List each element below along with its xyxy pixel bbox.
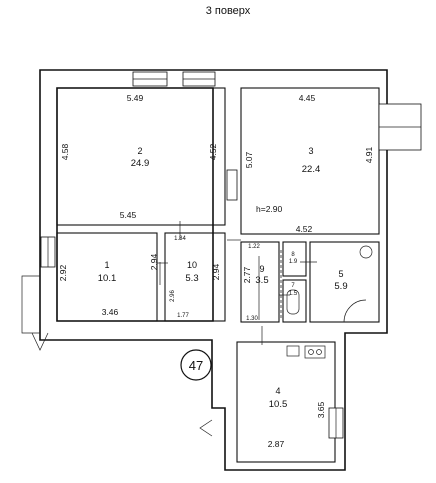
room-3-area: 22.4	[302, 164, 321, 175]
room-2-number: 2	[137, 146, 142, 156]
dim-r1-right: 2.94	[149, 253, 159, 270]
room-10-outline	[164, 232, 226, 322]
room-8-area: 1.9	[289, 259, 298, 265]
dim-r4-right: 3.65	[316, 401, 326, 418]
room-3-outline	[240, 87, 380, 235]
dim-r4-bottom: 2.87	[268, 439, 285, 449]
dim-r10-top: 1.84	[174, 236, 186, 242]
room-5-outline	[309, 241, 380, 323]
stair-arrow	[199, 419, 213, 437]
burner-icon	[308, 349, 314, 355]
room-7-number: 7	[291, 283, 295, 289]
ceiling-height: h=2.90	[256, 204, 283, 214]
room-9-number: 9	[259, 264, 264, 274]
dim-r3-right: 4.91	[364, 146, 374, 163]
entrance-arrow	[31, 332, 49, 351]
room-10-area: 5.3	[185, 273, 198, 284]
stove-icon	[304, 345, 326, 359]
room-7-outline	[282, 279, 307, 323]
plan-number-badge	[180, 349, 212, 381]
room-9-area: 3.5	[255, 275, 268, 286]
dim-r2-left: 4.58	[60, 143, 70, 160]
room-5-area: 5.9	[334, 281, 347, 292]
dim-r10-left: 2.96	[170, 290, 176, 302]
shower-arc-icon	[343, 299, 367, 323]
room-9-outline	[240, 241, 280, 323]
room-1-number: 1	[104, 260, 109, 270]
dim-r4-top: 1.30	[246, 316, 258, 322]
plan-number: 47	[189, 358, 203, 373]
room-10-number: 10	[187, 260, 197, 270]
dim-r3-bottom: 4.52	[296, 224, 313, 234]
dim-r2-top: 5.49	[127, 93, 144, 103]
dim-r10-right: 2.94	[211, 263, 221, 280]
room-4-number: 4	[275, 386, 280, 396]
room-7-area: 1.5	[289, 291, 298, 297]
dim-r1-bottom: 3.46	[102, 307, 119, 317]
room-8-outline	[282, 241, 307, 277]
sink-icon	[359, 245, 373, 259]
dim-r9-top: 1.22	[248, 244, 260, 250]
room-1-area: 10.1	[98, 273, 117, 284]
room-2-area: 24.9	[131, 158, 150, 169]
wall-niche	[226, 169, 238, 201]
kitchen-sink-icon	[286, 345, 300, 357]
floor-title: 3 поверх	[206, 5, 251, 17]
dim-r3-left: 5.07	[244, 151, 254, 168]
room-1-outline	[56, 232, 158, 322]
dim-r2-bottom: 5.45	[120, 210, 137, 220]
toilet-icon	[286, 289, 300, 315]
room-8-number: 8	[291, 252, 295, 258]
dim-r1-left: 2.92	[58, 264, 68, 281]
dim-r10-bottom: 1.77	[177, 313, 189, 319]
room-2-outline	[56, 87, 226, 226]
dim-r9-left: 2.77	[242, 266, 252, 283]
burner-icon	[316, 349, 322, 355]
room-4-area: 10.5	[269, 399, 288, 410]
room-5-number: 5	[338, 269, 343, 279]
entrance-stub	[21, 275, 40, 334]
room-4-outline	[236, 341, 336, 463]
dim-r3-top: 4.45	[299, 93, 316, 103]
room-3-number: 3	[308, 146, 313, 156]
dim-r2-right: 4.52	[208, 143, 218, 160]
